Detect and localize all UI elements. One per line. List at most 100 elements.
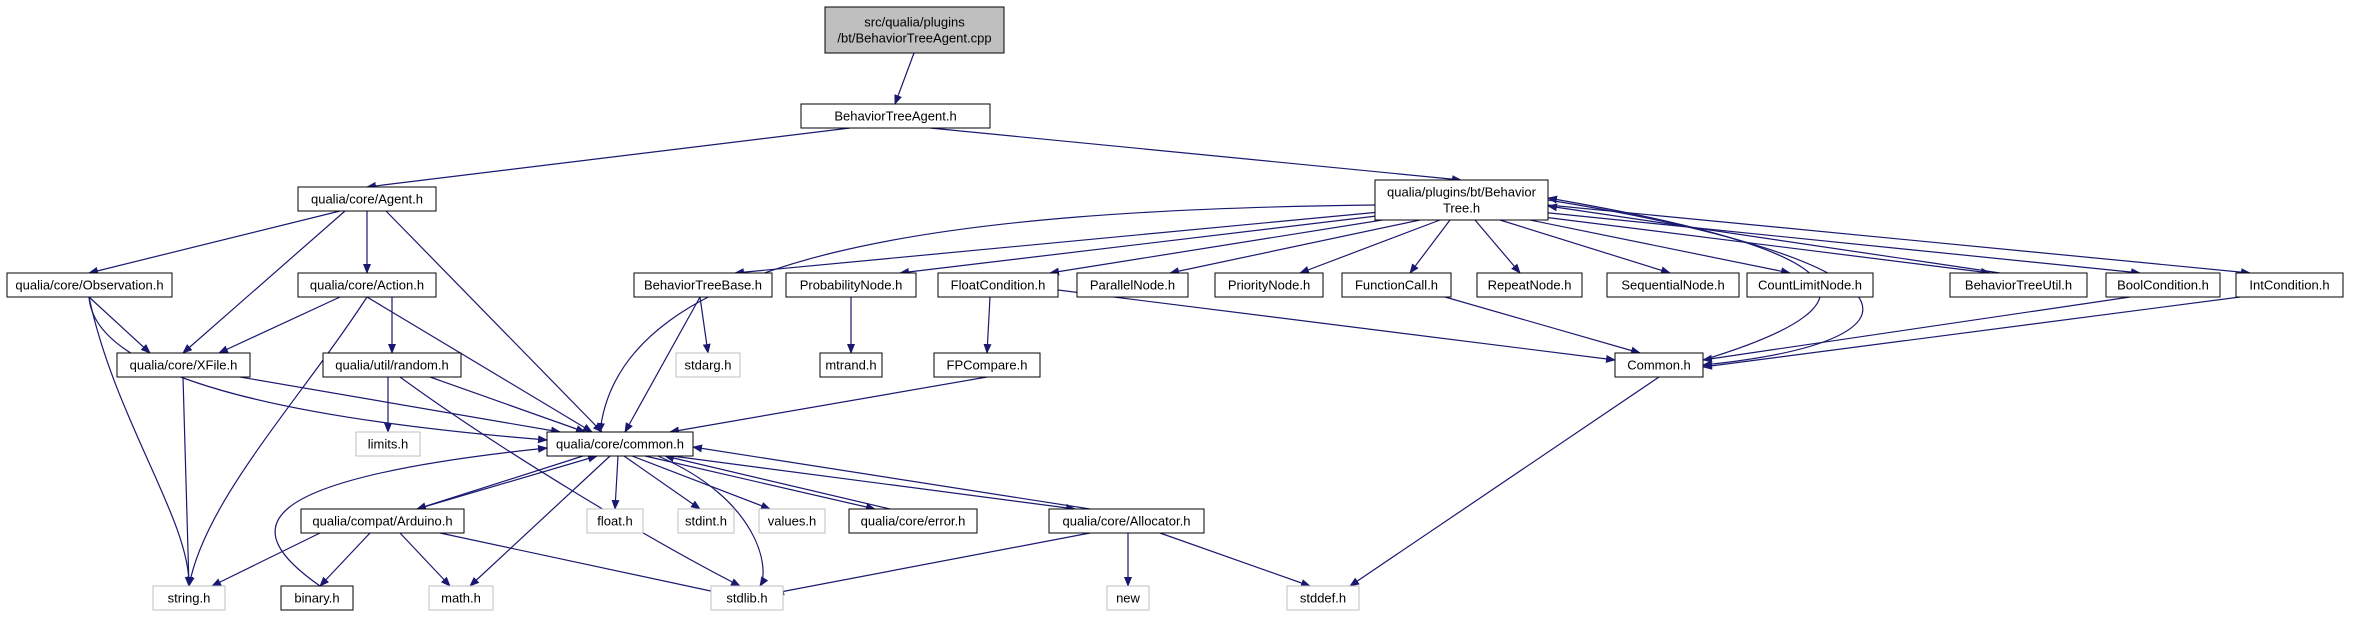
edge-arduino-to-stdlib — [439, 532, 721, 596]
edge-btbase-to-stdarg — [699, 296, 711, 354]
node-label: PriorityNode.h — [1228, 278, 1310, 293]
node-binary[interactable]: binary.h — [280, 585, 354, 611]
node-label: /bt/BehaviorTreeAgent.cpp — [837, 31, 991, 46]
edge-functioncall-to-common_bt — [1444, 296, 1641, 355]
node-core-agent[interactable]: qualia/core/Agent.h — [297, 186, 437, 212]
node-box — [300, 508, 465, 534]
node-label: stddef.h — [1300, 591, 1346, 606]
node-btbase[interactable]: BehaviorTreeBase.h — [633, 272, 773, 298]
edge-binary-to-common — [274, 444, 548, 587]
edge-random-to-stdlib — [399, 376, 741, 587]
node-intcond[interactable]: IntCondition.h — [2235, 272, 2344, 298]
node-label: values.h — [768, 514, 816, 529]
node-box — [1476, 272, 1583, 298]
edge-bt_tree-to-boolcond — [1539, 211, 2141, 277]
edge-allocator-to-common — [692, 444, 1091, 510]
edge-allocator-to-stdlib — [774, 532, 1091, 596]
node-label: BehaviorTreeAgent.h — [834, 109, 956, 124]
edge-common-to-values — [631, 455, 771, 510]
edge-common-to-allocator — [671, 455, 1076, 512]
node-label: qualia/core/common.h — [556, 437, 684, 452]
node-label: RepeatNode.h — [1488, 278, 1572, 293]
node-stdint: stdint.h — [677, 508, 735, 534]
node-root[interactable]: src/qualia/plugins/bt/BehaviorTreeAgent.… — [824, 6, 1005, 54]
node-label: IntCondition.h — [2249, 278, 2329, 293]
edge-xfile-to-common — [239, 376, 561, 435]
edge-bt_tree-to-btbase — [734, 211, 1381, 277]
node-common[interactable]: qualia/core/common.h — [546, 431, 694, 457]
node-label: mtrand.h — [825, 358, 876, 373]
edge-arduino-to-math — [399, 532, 451, 587]
node-observation[interactable]: qualia/core/Observation.h — [6, 272, 173, 298]
node-countlimit[interactable]: CountLimitNode.h — [1746, 272, 1874, 298]
edge-root-to-agent_h — [894, 52, 915, 105]
node-box — [1048, 508, 1205, 534]
edge-observation-to-common — [88, 296, 548, 444]
node-box — [758, 508, 826, 534]
edge-agent_h-to-bt_tree — [929, 127, 1462, 184]
node-repeat[interactable]: RepeatNode.h — [1476, 272, 1583, 298]
node-random[interactable]: qualia/util/random.h — [322, 352, 462, 378]
node-string: string.h — [152, 585, 226, 611]
node-box — [710, 585, 784, 611]
node-allocator[interactable]: qualia/core/Allocator.h — [1048, 508, 1205, 534]
node-btutil[interactable]: BehaviorTreeUtil.h — [1949, 272, 2088, 298]
node-boolcond[interactable]: BoolCondition.h — [2105, 272, 2221, 298]
node-box — [428, 585, 494, 611]
edge-core_agent-to-observation — [88, 210, 341, 275]
node-box — [1214, 272, 1324, 298]
node-label: qualia/core/Action.h — [310, 278, 424, 293]
edge-bt_tree-to-probability — [899, 214, 1386, 276]
node-common-bt[interactable]: Common.h — [1614, 352, 1704, 378]
node-box — [355, 431, 421, 457]
node-priority[interactable]: PriorityNode.h — [1214, 272, 1324, 298]
node-box — [2105, 272, 2221, 298]
node-box — [297, 186, 437, 212]
node-arduino[interactable]: qualia/compat/Arduino.h — [300, 508, 465, 534]
node-label: qualia/core/XFile.h — [130, 358, 238, 373]
node-label: math.h — [441, 591, 481, 606]
node-label: FloatCondition.h — [951, 278, 1046, 293]
edge-bt_tree-to-common — [597, 204, 1376, 433]
node-box — [800, 103, 991, 129]
node-label: BehaviorTreeUtil.h — [1965, 278, 2072, 293]
node-box — [2235, 272, 2344, 298]
edge-boolcond-to-common_bt — [1702, 296, 2131, 363]
node-label: binary.h — [294, 591, 339, 606]
node-parallel[interactable]: ParallelNode.h — [1076, 272, 1189, 298]
node-functioncall[interactable]: FunctionCall.h — [1341, 272, 1452, 298]
node-probability[interactable]: ProbabilityNode.h — [785, 272, 917, 298]
node-label: stdarg.h — [685, 358, 732, 373]
edge-intcond-to-common_bt — [1702, 296, 2241, 370]
node-label: BoolCondition.h — [2117, 278, 2209, 293]
node-fpcompare[interactable]: FPCompare.h — [933, 352, 1041, 378]
edge-bt_tree-to-functioncall — [1409, 219, 1451, 274]
node-xfile[interactable]: qualia/core/XFile.h — [116, 352, 251, 378]
node-label: qualia/core/Observation.h — [15, 278, 163, 293]
node-label: qualia/core/Allocator.h — [1063, 514, 1191, 529]
node-sequential[interactable]: SequentialNode.h — [1606, 272, 1740, 298]
edge-arduino-to-string — [211, 532, 321, 587]
edge-arduino-to-binary — [319, 532, 371, 587]
node-bt-tree[interactable]: qualia/plugins/bt/BehaviorTree.h — [1374, 179, 1549, 221]
node-box — [1341, 272, 1452, 298]
node-floatcond[interactable]: FloatCondition.h — [937, 272, 1059, 298]
node-label: FunctionCall.h — [1355, 278, 1438, 293]
node-label: CountLimitNode.h — [1758, 278, 1862, 293]
edge-action-to-common — [366, 296, 593, 433]
node-values: values.h — [758, 508, 826, 534]
node-box — [1606, 272, 1740, 298]
node-label: qualia/plugins/bt/Behavior — [1387, 185, 1537, 200]
node-label: qualia/compat/Arduino.h — [312, 514, 452, 529]
node-box — [280, 585, 354, 611]
node-agent-h[interactable]: BehaviorTreeAgent.h — [800, 103, 991, 129]
node-box — [848, 508, 978, 534]
node-label: qualia/core/error.h — [861, 514, 966, 529]
node-box — [297, 272, 437, 298]
edge-fpcompare-to-common — [669, 376, 988, 435]
node-math: math.h — [428, 585, 494, 611]
node-mtrand[interactable]: mtrand.h — [819, 352, 883, 378]
node-action[interactable]: qualia/core/Action.h — [297, 272, 437, 298]
node-error[interactable]: qualia/core/error.h — [848, 508, 978, 534]
